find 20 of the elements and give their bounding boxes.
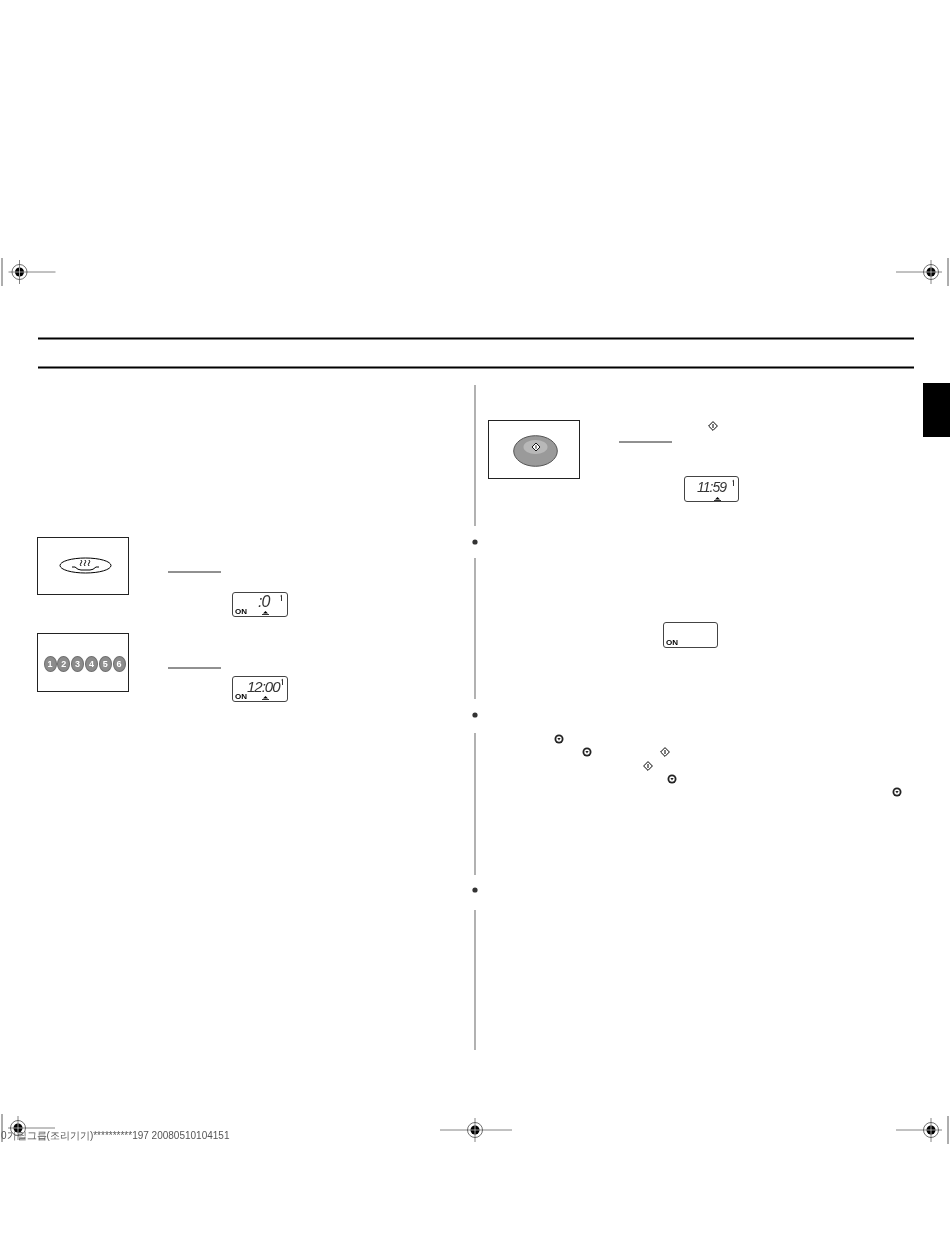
number-button: 6 (112, 656, 126, 672)
lcd-display (663, 622, 718, 648)
number-button: 3 (71, 656, 85, 672)
time-readout: 12:00 (247, 679, 280, 694)
file-info-text: 0가릴그릅(조리기기)**********197 20080510104151 (1, 1131, 230, 1141)
time-readout: 11:59 (697, 480, 726, 494)
number-button: 2 (57, 656, 71, 672)
number-button: 4 (84, 656, 98, 672)
status-text: ON (235, 693, 247, 701)
number-button: 5 (98, 656, 112, 672)
lcd-display (232, 592, 288, 617)
lcd-display (232, 676, 288, 702)
picture-panel (37, 633, 129, 692)
picture-panel (37, 537, 129, 595)
picture-panel (488, 420, 580, 479)
status-text: ON (235, 608, 247, 616)
lcd-display (684, 476, 739, 502)
time-readout: :0 (258, 594, 270, 610)
status-text: ON (666, 639, 678, 647)
number-button: 1 (43, 656, 57, 672)
